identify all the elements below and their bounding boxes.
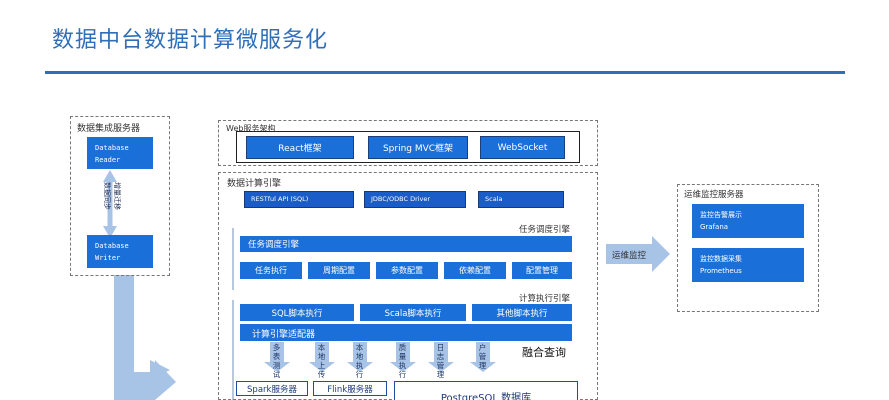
- restful-api-label: RESTful API (SQL): [251, 195, 309, 203]
- down-arrow-4: [390, 342, 416, 372]
- grafana-label: 监控告警展示 Grafana: [700, 211, 742, 231]
- down-arrow-5-label: 日志管理: [436, 343, 445, 379]
- websocket-block: WebSocket: [480, 136, 565, 159]
- period-config-block: 周期配置: [308, 262, 370, 279]
- down-arrow-2: [309, 342, 335, 372]
- exec-engine-label: 计算执行引擎: [518, 294, 570, 304]
- down-arrow-3-label: 本地执行: [355, 343, 364, 379]
- config-manage-block: 配置管理: [512, 262, 572, 279]
- page-title: 数据中台数据计算微服务化: [52, 28, 329, 53]
- database-reader-block: Database Reader: [87, 137, 153, 169]
- flink-server-block: Flink服务器: [313, 381, 387, 396]
- ops-arrow-label: 运维监控: [612, 251, 647, 261]
- ops-server-label: 运维监控服务器: [684, 190, 744, 200]
- down-arrow-6: [470, 342, 496, 372]
- web-architecture-label: Web服务架构: [226, 124, 276, 133]
- web-architecture-frame: [236, 131, 580, 163]
- sync-arrow-up: [103, 170, 117, 182]
- scala-api-label: Scala: [485, 195, 503, 203]
- database-writer-label: Database Writer: [95, 242, 129, 262]
- grafana-block: 监控告警展示 Grafana: [692, 204, 804, 238]
- database-reader-label: Database Reader: [95, 144, 129, 164]
- compute-engine-label: 数据计算引擎: [227, 179, 282, 189]
- react-framework-block: React框架: [246, 136, 354, 159]
- restful-api-block: RESTful API (SQL): [244, 191, 354, 208]
- spark-server-block: Spark服务器: [236, 381, 308, 396]
- prometheus-block: 监控数据采集 Prometheus: [692, 248, 804, 282]
- jdbc-odbc-label: JDBC/ODBC Driver: [371, 195, 431, 203]
- jdbc-odbc-block: JDBC/ODBC Driver: [364, 191, 466, 208]
- scheduler-label: 任务调度引擎: [518, 225, 570, 235]
- down-arrow-5: [428, 342, 454, 372]
- task-execute-block: 任务执行: [240, 262, 302, 279]
- prometheus-label: 监控数据采集 Prometheus: [700, 255, 742, 275]
- sql-script-block: SQL脚本执行: [240, 304, 354, 321]
- scheduler-title-bar: 任务调度引擎: [240, 236, 572, 252]
- down-arrow-3: [347, 342, 373, 372]
- other-script-block: 其他脚本执行: [472, 304, 572, 321]
- param-config-block: 参数配置: [376, 262, 438, 279]
- scheduler-title: 任务调度引擎: [248, 240, 300, 250]
- down-arrow-1-label: 多表测试: [272, 343, 281, 379]
- adapter-label: 计算引擎适配器: [252, 330, 316, 340]
- down-arrow-1: [264, 342, 290, 372]
- web-architecture-box: [218, 120, 598, 166]
- scala-script-block: Scala脚本执行: [360, 304, 466, 321]
- sync-arrow-down: [103, 226, 117, 238]
- down-arrow-4-label: 质量执行: [398, 343, 407, 379]
- ops-server-box: [677, 184, 819, 312]
- postgresql-block: PostgreSQL 数据库: [394, 381, 578, 400]
- down-arrow-6-label: 户管理: [478, 343, 487, 370]
- scala-api-block: Scala: [478, 191, 564, 208]
- fusion-query-label: 融合查询: [522, 346, 566, 359]
- integration-server-box: [70, 116, 170, 276]
- database-writer-block: Database Writer: [87, 235, 153, 268]
- spring-mvc-block: Spring MVC框架: [368, 136, 468, 159]
- dependency-config-block: 依赖配置: [444, 262, 506, 279]
- down-arrow-2-label: 本地上传: [317, 343, 326, 379]
- adapter-bar: 计算引擎适配器: [240, 324, 572, 341]
- ops-arrow: [606, 236, 670, 272]
- integration-server-label: 数据集成服务器: [77, 124, 141, 134]
- title-rule: [45, 71, 845, 74]
